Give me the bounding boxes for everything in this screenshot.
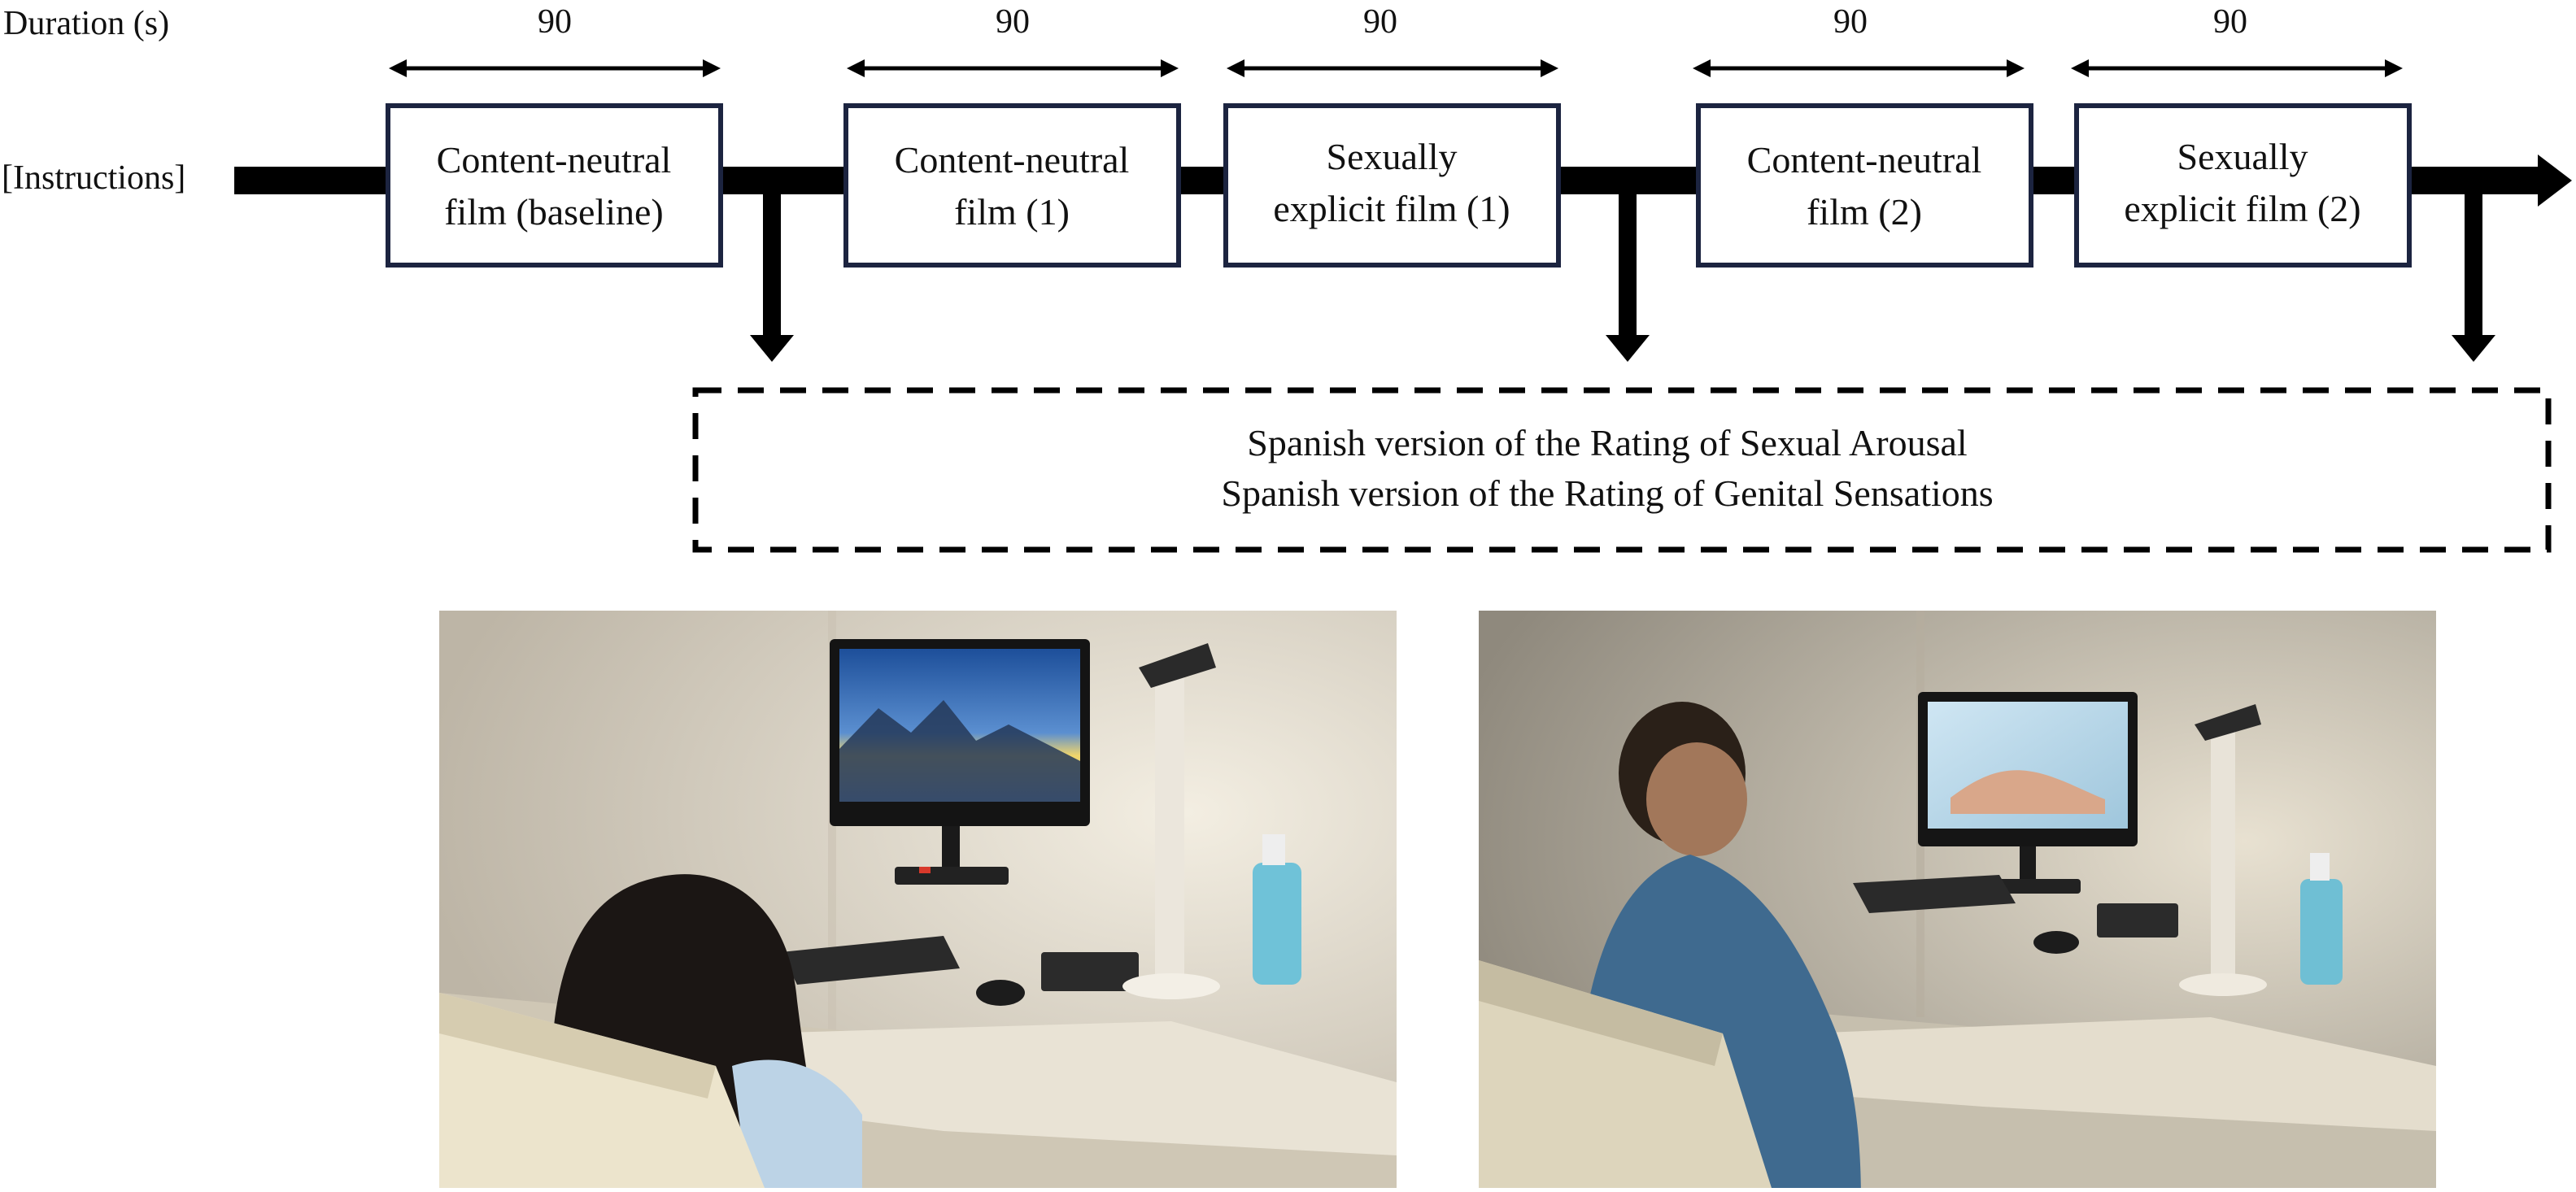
arrow-right-icon: [703, 59, 721, 77]
phase-label-line2: film (baseline): [444, 191, 664, 233]
phase-neutral-1: 90 Content-neutral film (1): [843, 3, 1181, 268]
rating-arrow-2: [1606, 192, 1650, 362]
phase-label-line2: film (1): [954, 191, 1070, 233]
phase-label-line2: film (2): [1807, 191, 1922, 233]
instructions-label: [Instructions]: [2, 159, 185, 197]
arrow-down-icon: [2452, 335, 2495, 362]
phase-box: [843, 103, 1181, 268]
arrow-shaft: [763, 192, 781, 338]
arrow-down-icon: [1606, 335, 1650, 362]
timeline-arrowhead-icon: [2538, 154, 2572, 207]
rating-arrow-1: [750, 192, 794, 362]
arrow-left-icon: [847, 59, 865, 77]
arrow-left-icon: [1693, 59, 1711, 77]
phase-box: [2074, 103, 2412, 268]
phase-neutral-2: 90 Content-neutral film (2): [1693, 3, 2033, 268]
phase-label-line1: Content-neutral: [437, 139, 672, 181]
phase-label-line2: explicit film (1): [1273, 188, 1510, 229]
arrow-right-icon: [1161, 59, 1179, 77]
duration-value: 90: [1833, 3, 1868, 41]
lab-photo-explicit-film: [1479, 611, 2436, 1188]
duration-value: 90: [538, 3, 572, 41]
ratings-line2: Spanish version of the Rating of Genital…: [1221, 472, 1993, 514]
phase-box: [386, 103, 723, 268]
arrow-shaft: [2465, 192, 2482, 338]
arrow-shaft: [1619, 192, 1637, 338]
phase-explicit-2: 90 Sexually explicit film (2): [2071, 3, 2412, 268]
phase-label-line1: Content-neutral: [895, 139, 1130, 181]
duration-label: Duration (s): [3, 5, 169, 42]
phase-label-line2: explicit film (2): [2124, 188, 2360, 229]
phase-label-line1: Content-neutral: [1747, 139, 1982, 181]
rating-arrow-3: [2452, 192, 2495, 362]
experiment-timeline-diagram: Duration (s) [Instructions] 90 Content-n…: [2, 3, 2572, 553]
ratings-line1: Spanish version of the Rating of Sexual …: [1247, 422, 1967, 463]
phase-label-line1: Sexually: [2177, 136, 2308, 177]
phase-label-line1: Sexually: [1327, 136, 1458, 177]
arrow-left-icon: [389, 59, 407, 77]
lab-photo-neutral-film: [439, 611, 1397, 1188]
ratings-box: [692, 387, 2552, 553]
phase-baseline: 90 Content-neutral film (baseline): [386, 3, 723, 268]
arrow-right-icon: [2385, 59, 2403, 77]
phase-box: [1223, 103, 1561, 268]
arrow-right-icon: [1541, 59, 1558, 77]
arrow-right-icon: [2007, 59, 2025, 77]
duration-value: 90: [996, 3, 1030, 41]
phase-box: [1696, 103, 2033, 268]
duration-value: 90: [1363, 3, 1397, 41]
phase-explicit-1: 90 Sexually explicit film (1): [1223, 3, 1561, 268]
arrow-down-icon: [750, 335, 794, 362]
arrow-left-icon: [2071, 59, 2089, 77]
arrow-left-icon: [1227, 59, 1244, 77]
duration-value: 90: [2213, 3, 2247, 41]
